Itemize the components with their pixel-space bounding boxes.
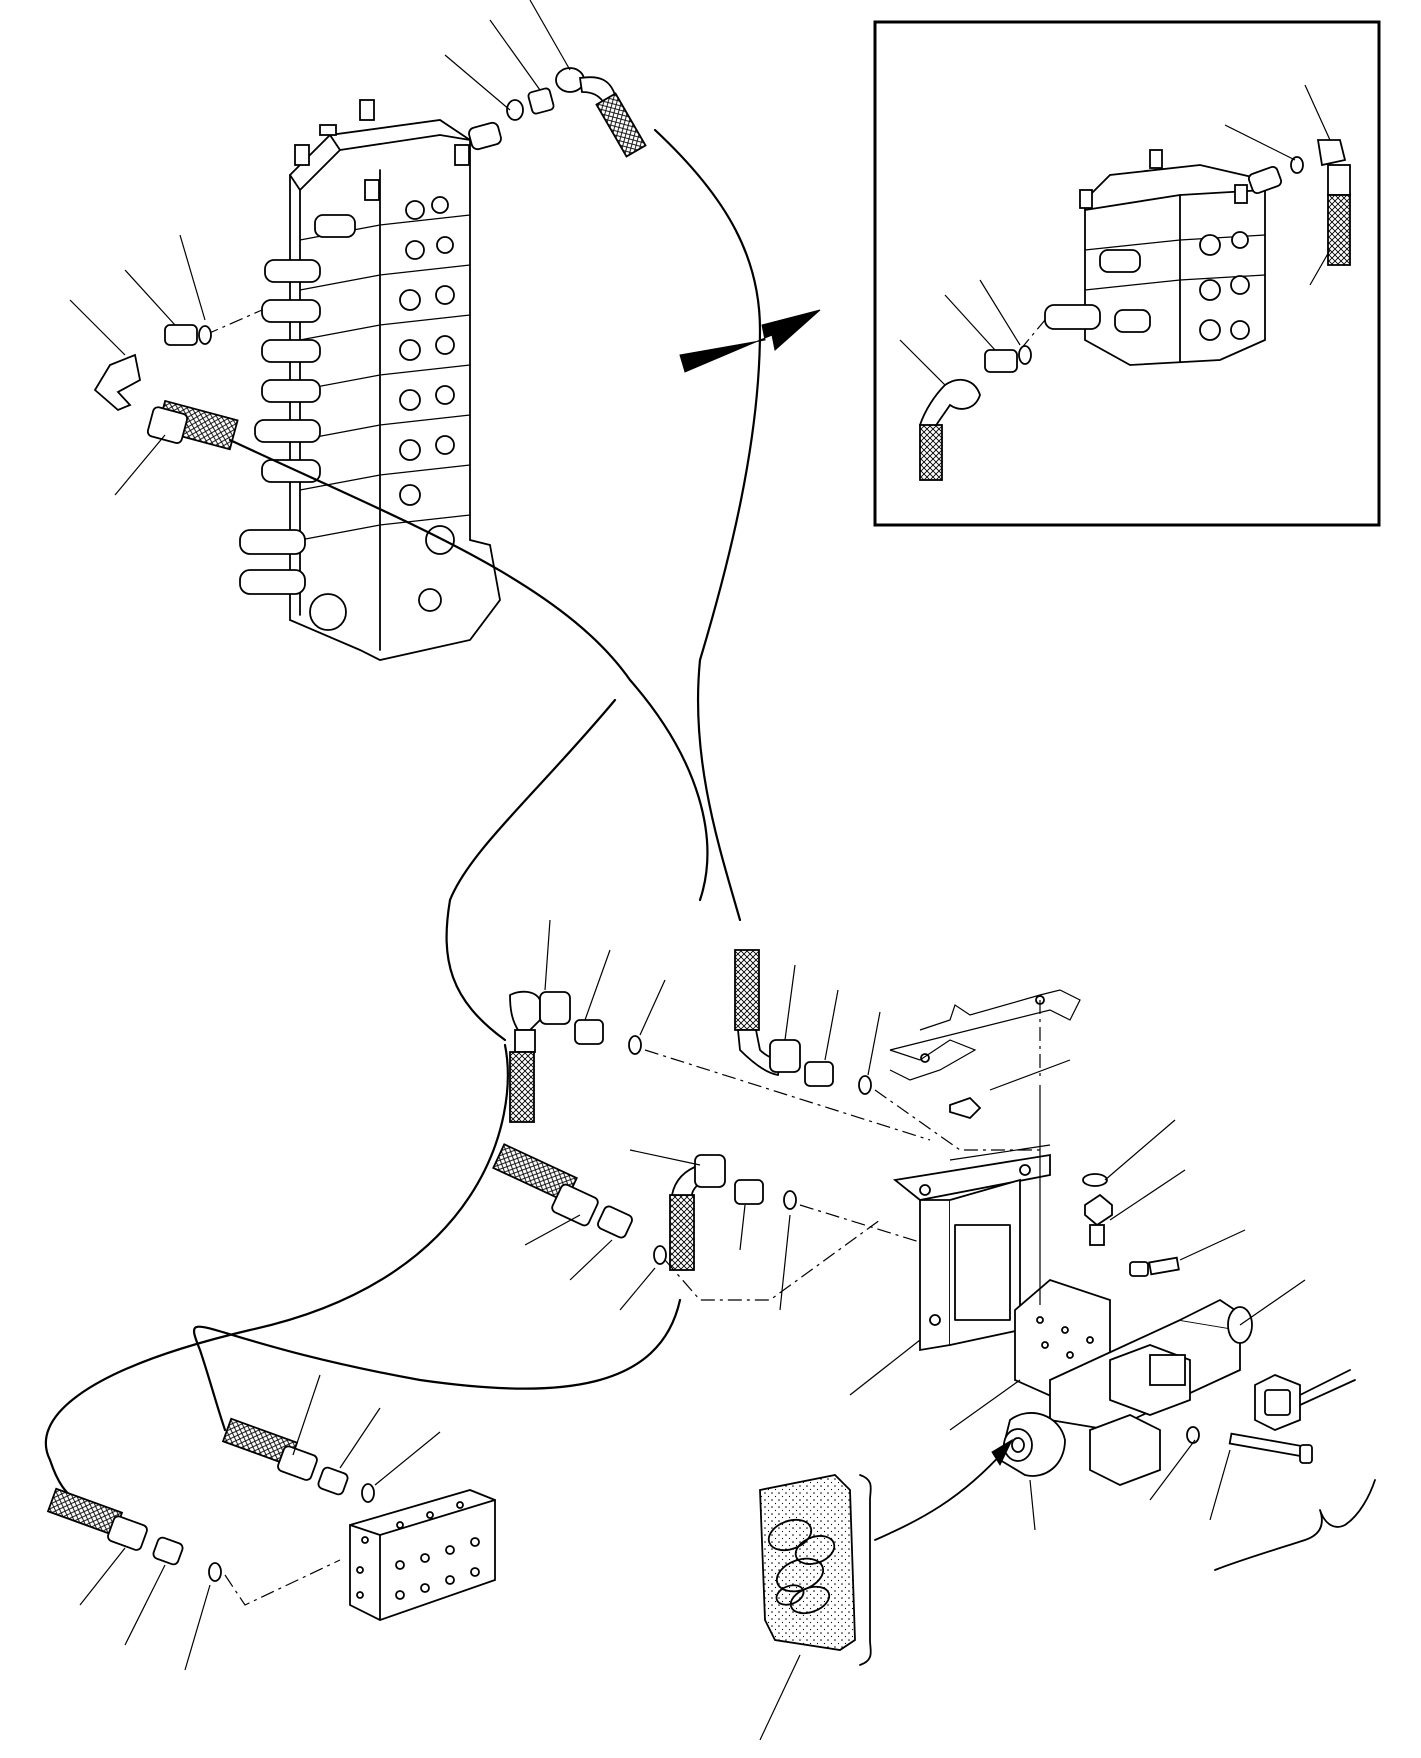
bottom-left-fittings <box>46 1374 441 1671</box>
electrical-connector <box>1214 1479 1376 1571</box>
control-valve <box>239 99 501 661</box>
main-valve-top-fittings <box>444 0 647 158</box>
connector-block <box>349 1489 496 1621</box>
hoses <box>44 128 762 1502</box>
main-valve-left-fittings <box>69 234 263 496</box>
inset-box <box>873 20 1381 527</box>
control-valve-inset <box>899 84 1351 481</box>
frame-section <box>889 989 1081 1081</box>
solenoid-valve <box>949 1000 1356 1531</box>
arrow-to-inset <box>679 309 821 373</box>
mounting-bracket <box>849 1144 1051 1396</box>
lower-fittings <box>492 919 1040 1311</box>
seal-kit-bag <box>759 1438 1014 1741</box>
